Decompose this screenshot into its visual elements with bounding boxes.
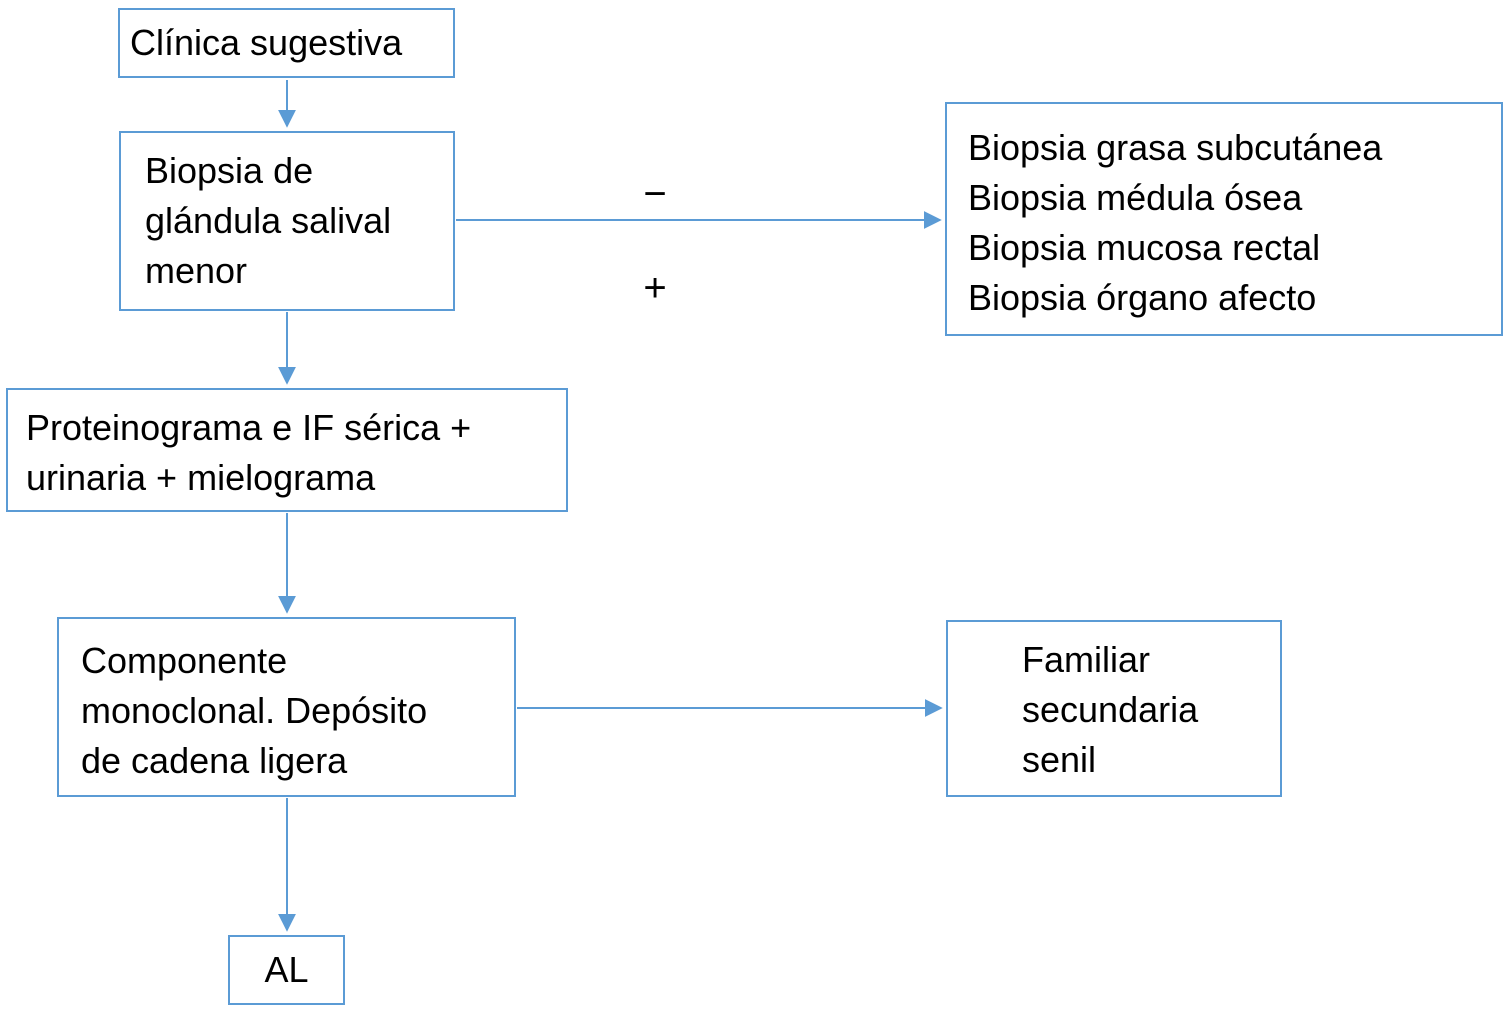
node-biopsia-glandula-salival: Biopsia de glándula salival menor [119, 131, 455, 311]
node-componente-monoclonal: Componente monoclonal. Depósito de caden… [57, 617, 516, 797]
node-al: AL [228, 935, 345, 1005]
node-clinica-sugestiva: Clínica sugestiva [118, 8, 455, 78]
edge-label-negative: − [643, 172, 667, 216]
node-familiar-secundaria-senil: Familiar secundaria senil [946, 620, 1282, 797]
node-biopsias-alternativas: Biopsia grasa subcutánea Biopsia médula … [945, 102, 1503, 336]
edge-label-positive: + [643, 266, 667, 310]
node-proteinograma-if: Proteinograma e IF sérica + urinaria + m… [6, 388, 568, 512]
